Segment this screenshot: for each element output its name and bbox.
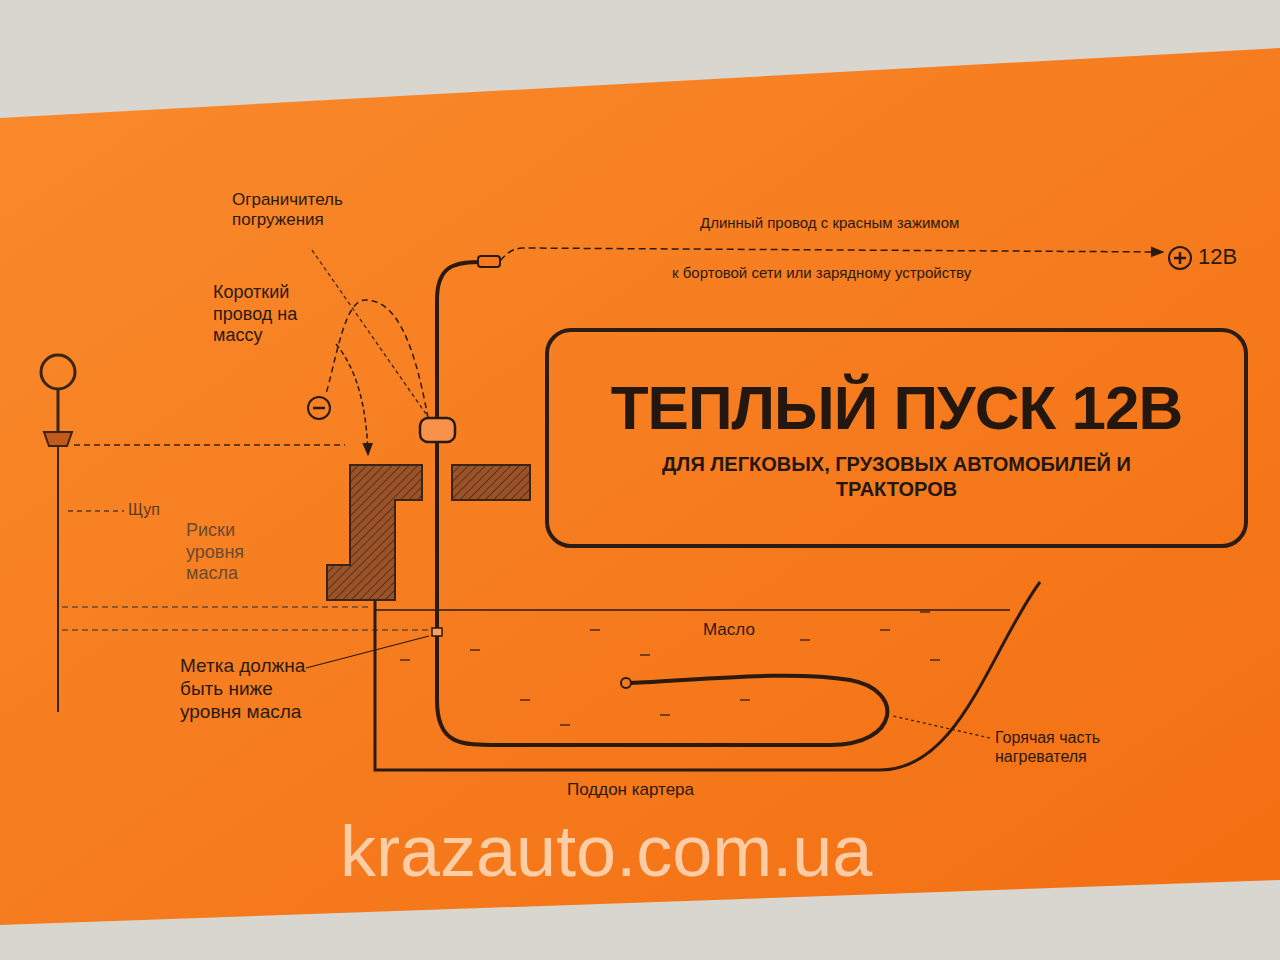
leader-line	[893, 716, 990, 738]
title-text: ТЕПЛЫЙ ПУСК 12В	[565, 374, 1228, 442]
part-label: Короткий провод на массу	[213, 282, 328, 347]
leader-line	[312, 250, 426, 414]
part-label: Ограничитель погружения	[232, 190, 382, 231]
dipstick-plug	[44, 432, 72, 446]
subtitle-text: ДЛЯ ЛЕГКОВЫХ, ГРУЗОВЫХ АВТОМОБИЛЕЙ И ТРА…	[637, 452, 1157, 502]
title-box: ТЕПЛЫЙ ПУСК 12В ДЛЯ ЛЕГКОВЫХ, ГРУЗОВЫХ АВ…	[545, 328, 1248, 548]
leader-line	[336, 344, 368, 455]
paper-sheet	[0, 48, 1280, 925]
dipstick-stem	[57, 446, 59, 712]
plus-symbol	[1179, 252, 1182, 264]
depth-mark	[432, 628, 442, 636]
long-wire	[500, 248, 1163, 261]
dipstick-neck	[57, 389, 60, 432]
oil-dashes	[400, 612, 940, 725]
heater-tip	[621, 678, 631, 688]
watermark: krazauto.com.ua	[340, 808, 872, 894]
cable-joint	[478, 256, 500, 267]
level-mark-line	[62, 606, 372, 608]
part-label: Масло	[703, 620, 755, 640]
minus-symbol	[313, 407, 325, 410]
leader-line	[68, 510, 124, 512]
crankcase-wall	[327, 465, 422, 600]
immersion-limiter	[420, 418, 455, 442]
heater-tube	[437, 442, 887, 745]
dipstick	[41, 355, 75, 712]
voltage-label: 12В	[1198, 244, 1237, 270]
dipstick-ring	[41, 355, 75, 389]
level-line	[74, 444, 345, 446]
note: Метка должна быть ниже уровня масла	[180, 655, 320, 723]
plus-symbol	[1169, 247, 1191, 269]
minus-symbol	[308, 397, 330, 419]
part-label: Риски уровня масла	[186, 520, 281, 585]
wire-note: к бортовой сети или зарядному устройству	[672, 264, 971, 282]
oil-pan	[375, 582, 1040, 770]
leader-line	[306, 636, 429, 668]
part-label: Горячая часть нагревателя	[995, 728, 1145, 766]
wire-note: Длинный провод с красным зажимом	[700, 214, 959, 232]
oil-level	[375, 609, 1010, 611]
short-wire	[326, 300, 428, 418]
crankcase-wall	[452, 465, 530, 500]
part-label: Поддон картера	[567, 780, 694, 800]
heater-tube	[437, 262, 478, 418]
part-label: Щуп	[128, 500, 160, 519]
